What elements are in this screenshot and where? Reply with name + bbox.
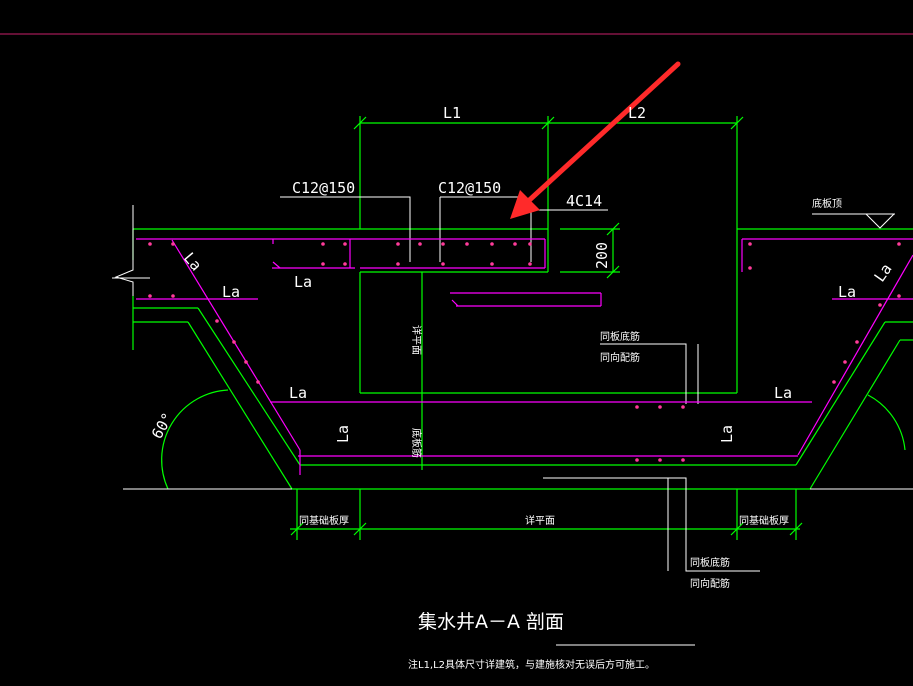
anchor-la-5: La [334, 425, 352, 443]
rebar-dots [148, 242, 901, 462]
dim-l1: L1 [443, 104, 461, 122]
note-same-dist-rebar-1: 同向配筋 [600, 351, 640, 364]
rebar-label-c12-left: C12@150 [292, 179, 355, 197]
note-same-bottom-rebar-1: 同板底筋 [600, 330, 640, 343]
note-see-plan-bottom: 详平面 [525, 514, 555, 527]
angle-label: 60° [148, 410, 177, 442]
rebar-label-4c14: 4C14 [566, 192, 602, 210]
anchor-la-7: La [774, 384, 792, 402]
note-same-base-thk-left: 同基础板厚 [299, 514, 349, 527]
concrete-outline [132, 116, 913, 540]
anchor-la-1: La [180, 249, 205, 274]
drawing-note: 注L1,L2具体尺寸详建筑，与建施核对无误后方可施工。 [408, 658, 655, 671]
note-see-plan-vertical: 详平面 [410, 325, 423, 355]
anchor-la-9: La [871, 260, 896, 285]
anchor-la-6: La [718, 425, 736, 443]
anchor-la-2: La [294, 273, 312, 291]
note-same-base-thk-right: 同基础板厚 [739, 514, 789, 527]
dim-slab-thickness: 200 [593, 242, 611, 269]
drawing-title: 集水井A－A 剖面 [418, 611, 564, 633]
note-same-dist-rebar-2: 同向配筋 [690, 577, 730, 590]
note-bottom-elevation: 底板顶 [812, 197, 842, 210]
red-arrow-icon [510, 61, 681, 219]
note-same-bottom-rebar-2: 同板底筋 [690, 556, 730, 569]
ground-line [112, 196, 913, 646]
anchor-la-8: La [838, 283, 856, 301]
rebar-lines [136, 238, 913, 475]
rebar-label-c12-right: C12@150 [438, 179, 501, 197]
dim-l2: L2 [628, 104, 646, 122]
note-bottom-rebar-tag: 底板筋 [410, 428, 423, 458]
anchor-la-3: La [222, 283, 240, 301]
anchor-la-4: La [289, 384, 307, 402]
